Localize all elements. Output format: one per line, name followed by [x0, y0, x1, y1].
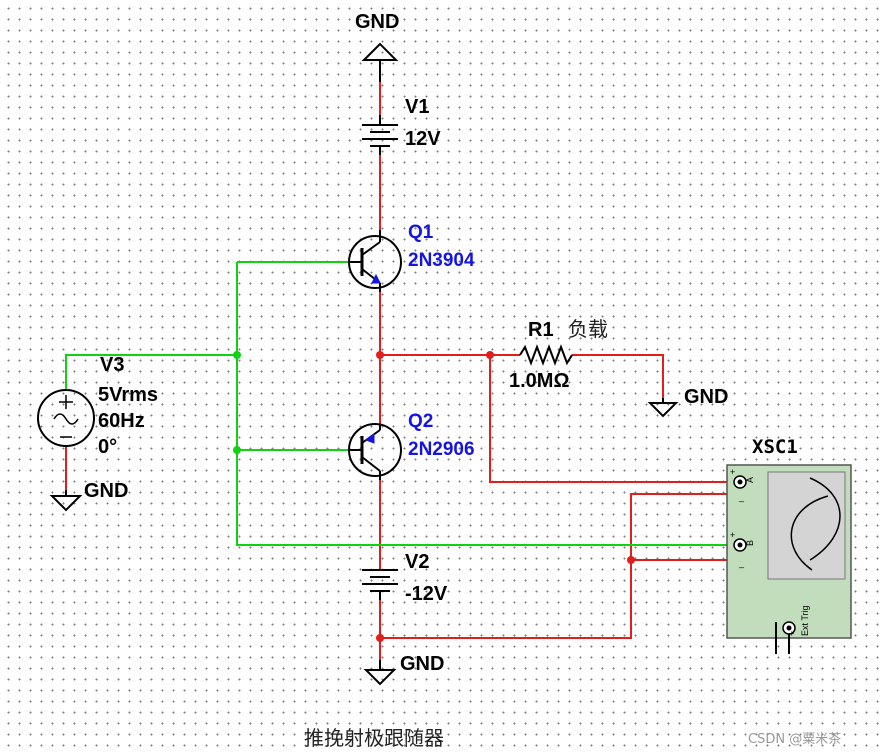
ground-symbol-r1: [647, 398, 679, 418]
v3-amplitude-label: 5Vrms: [98, 384, 158, 406]
gnd-label-bottom: GND: [400, 653, 444, 675]
scope-trace-b: [790, 495, 829, 571]
junction-gnd: [376, 634, 384, 642]
scope-channel-a-label: A: [745, 477, 755, 483]
scope-screen: [767, 471, 846, 580]
ground-symbol-bottom: [363, 660, 397, 686]
v1-ref-label: V1: [405, 96, 429, 118]
junction-output: [376, 351, 384, 359]
junction-scope-minus: [627, 556, 635, 564]
v3-frequency-label: 60Hz: [98, 410, 145, 432]
v3-ref-label: V3: [100, 354, 124, 376]
wire-v3-input: [65, 354, 237, 390]
watermark: CSDN @粟米茶: [748, 731, 841, 747]
junction-q2-base: [233, 446, 241, 454]
scope-trace-a: [809, 477, 841, 561]
scope-a-plus: +: [730, 467, 735, 477]
battery-v1-symbol: [362, 115, 398, 155]
q2-ref-label: Q2: [408, 411, 433, 432]
r1-note-label: 负载: [568, 317, 608, 341]
scope-b-minus: _: [738, 558, 745, 568]
diagram-caption: 推挽射极跟随器: [304, 726, 444, 750]
resistor-r1-symbol: [519, 344, 573, 366]
gnd-label-top: GND: [355, 11, 399, 33]
gnd-label-r1: GND: [684, 386, 728, 408]
v2-value-label: -12V: [405, 583, 448, 605]
q1-model-label: 2N3904: [408, 250, 475, 271]
wires: [65, 82, 738, 660]
wire-output-to-scope-a: [489, 355, 738, 483]
v2-ref-label: V2: [405, 551, 429, 573]
battery-v2-symbol: [362, 569, 398, 600]
scope-b-plus: +: [730, 530, 735, 540]
junction-r1: [486, 351, 494, 359]
v3-phase-label: 0°: [98, 436, 117, 458]
scope-ext-plus: +: [787, 631, 797, 636]
wire-gnd-to-scope: [380, 493, 738, 639]
ground-symbol-v3: [49, 490, 83, 512]
transistor-q2-symbol: [348, 423, 402, 480]
scope-channel-b-label: B: [745, 540, 755, 546]
scope-a-minus: _: [738, 492, 745, 502]
r1-value-label: 1.0MΩ: [509, 370, 570, 392]
ground-symbol-top: [361, 42, 399, 82]
v1-value-label: 12V: [405, 128, 441, 150]
ac-source-v3-symbol: [37, 389, 95, 447]
junction-input: [233, 351, 241, 359]
scope-ref-label: XSC1: [752, 436, 798, 458]
scope-ext-trig-label: Ext Trig: [800, 605, 810, 636]
gnd-label-v3: GND: [84, 480, 128, 502]
transistor-q1-symbol: [348, 230, 402, 292]
junctions: [233, 351, 635, 642]
q1-ref-label: Q1: [408, 222, 434, 243]
q2-model-label: 2N2906: [408, 439, 475, 460]
oscilloscope-xsc1[interactable]: A + _ B + _ Ext Trig +: [726, 464, 852, 654]
r1-ref-label: R1: [528, 319, 554, 341]
wire-r1-to-gnd: [572, 354, 664, 398]
